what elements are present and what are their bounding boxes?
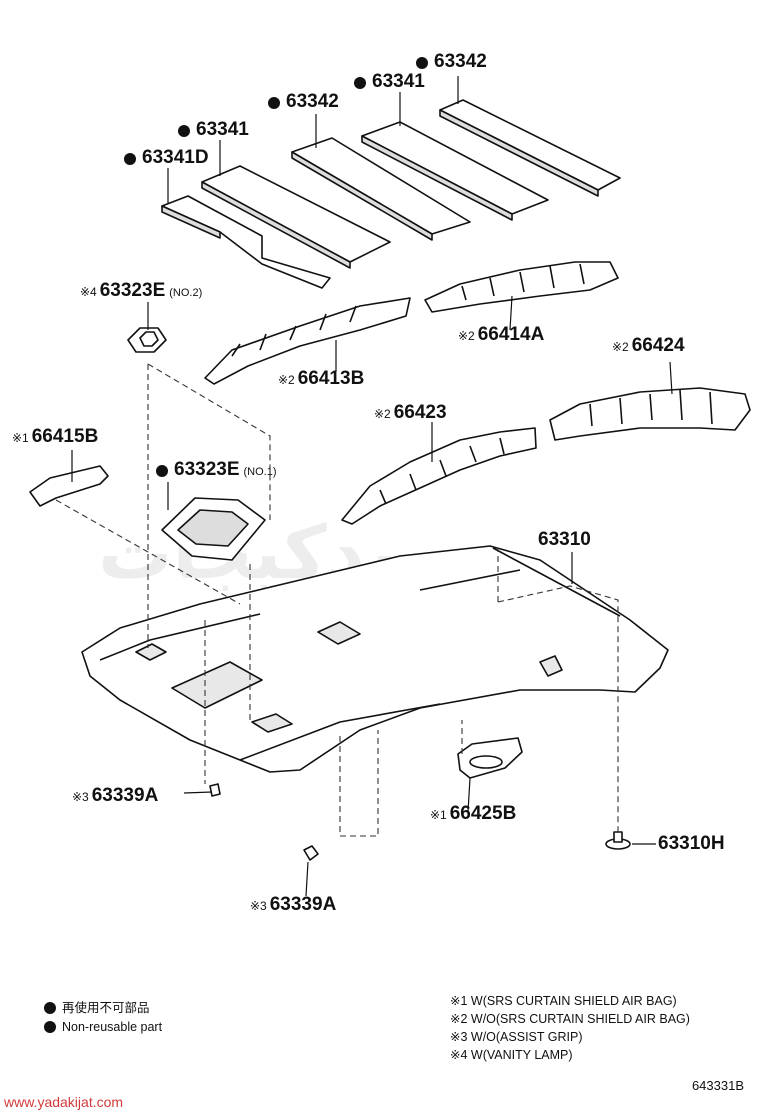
bracket-66415B (29, 465, 109, 507)
part-label-63342-a: 63342 (416, 52, 487, 71)
bracket-66414A (424, 261, 619, 313)
clip-63339A-lower (303, 845, 319, 861)
bracket-66424 (549, 387, 751, 441)
bracket-66423 (341, 427, 537, 525)
assembly-lines (55, 363, 619, 837)
bracket-66413B (204, 297, 411, 385)
bracket-66425B (457, 737, 523, 779)
footnote: ※1 W(SRS CURTAIN SHIELD AIR BAG) (450, 994, 677, 1008)
pad-63341D (161, 195, 331, 289)
footnote: ※3 W/O(ASSIST GRIP) (450, 1030, 583, 1044)
footnotes: ※1 W(SRS CURTAIN SHIELD AIR BAG) ※2 W/O(… (450, 992, 690, 1064)
headliner-63310 (81, 545, 669, 773)
pad-63342-left (291, 137, 471, 241)
footnote: ※2 W/O(SRS CURTAIN SHIELD AIR BAG) (450, 1012, 690, 1026)
clip-63339A-upper (209, 783, 221, 797)
website-link[interactable]: www.yadakijat.com (4, 1094, 124, 1110)
pad-63342-right (439, 99, 621, 197)
legend-non-reusable-jp: 再使用不可部品 (44, 1002, 150, 1015)
footnote: ※4 W(VANITY LAMP) (450, 1048, 573, 1062)
part-label-63323E-no1: 63323E(NO.1) (156, 460, 277, 479)
part-label-63341-b: 63341 (178, 120, 249, 139)
part-label-63310H: 63310H (658, 833, 725, 854)
bullet-icon (44, 1002, 56, 1014)
part-label-63310: 63310 (538, 529, 591, 550)
pad-63341-right (361, 121, 549, 221)
vanity-lamp-frame-no1 (161, 497, 266, 561)
leader-lines (71, 76, 673, 897)
part-label-63342-b: 63342 (268, 92, 339, 111)
pad-63341-left (201, 165, 391, 269)
illustration-code: 643331B (691, 1078, 744, 1093)
part-label-63341D: 63341D (124, 148, 209, 167)
bullet-icon (44, 1021, 56, 1033)
legend-non-reusable-en: Non-reusable part (44, 1021, 162, 1034)
vanity-lamp-frame-no2 (127, 327, 167, 353)
part-label-63341-a: 63341 (354, 72, 425, 91)
clip-63310H (605, 831, 631, 850)
